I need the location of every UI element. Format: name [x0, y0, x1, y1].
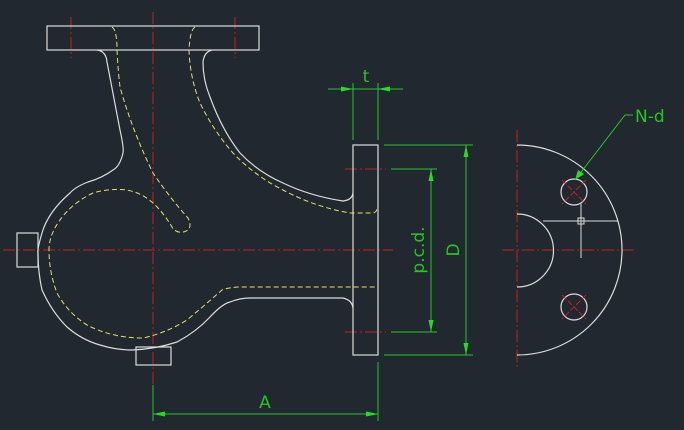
body-outline	[16, 25, 379, 366]
bolt-hole-lower	[560, 293, 588, 321]
bolt-hole-upper	[560, 178, 588, 206]
side-flange	[352, 144, 379, 356]
crosshair-cursor	[543, 204, 618, 258]
label-bolt-holes: N-d	[635, 107, 665, 127]
bore-arc	[516, 213, 555, 288]
label-outer-diameter: D	[444, 243, 464, 256]
top-flange	[46, 25, 260, 51]
end-view	[516, 144, 623, 356]
hidden-lines	[48, 26, 378, 339]
flange-outer-arc	[516, 144, 623, 356]
label-center-distance: A	[259, 393, 271, 413]
center-lines	[3, 12, 637, 385]
outer-wall-right	[202, 49, 354, 202]
label-thickness: t	[363, 67, 370, 87]
label-pcd: p.c.d.	[409, 226, 429, 273]
dimensions	[152, 83, 633, 421]
left-boss	[16, 232, 39, 268]
dimension-labels: t D p.c.d. A N-d	[259, 67, 664, 413]
bottom-boss	[135, 346, 172, 366]
outer-wall-left	[37, 49, 354, 351]
